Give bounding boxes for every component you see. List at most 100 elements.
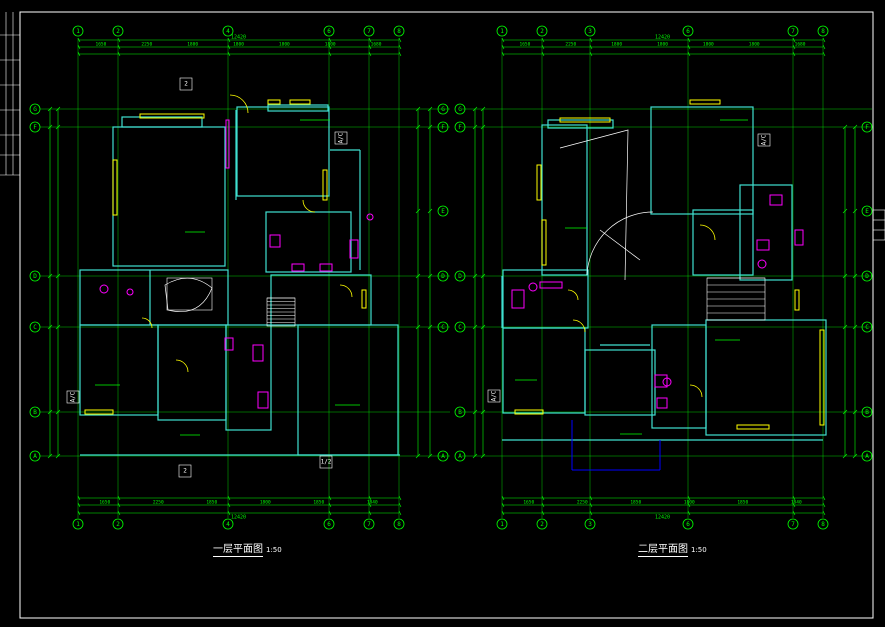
- dimension-tick: [792, 510, 796, 516]
- fixture: [756, 239, 770, 251]
- dimension-tick: [415, 208, 421, 214]
- dimension-tick: [55, 106, 61, 112]
- row-axis-left-label: D: [33, 273, 37, 280]
- wall: [265, 211, 352, 273]
- dimension-tick: [415, 324, 421, 330]
- column-axis-top-bubble: [496, 25, 508, 37]
- dimension-tick: [47, 273, 53, 279]
- dimension-tick: [398, 51, 402, 57]
- label-box: [319, 455, 333, 469]
- fixture: [769, 194, 783, 206]
- dimension-text-bottom: 1850: [206, 500, 217, 506]
- dimension-tick: [368, 510, 372, 516]
- label-box: [66, 390, 80, 404]
- dimension-text-top: 1800: [703, 42, 714, 48]
- column-axis-bottom-label: 1: [76, 521, 80, 528]
- row-axis-right-label: F: [441, 124, 445, 131]
- fixture: [319, 263, 333, 272]
- wall: [270, 274, 372, 326]
- curved-wall: [559, 129, 629, 281]
- dimension-tick: [47, 453, 53, 459]
- column-axis-top-label: 6: [327, 28, 331, 35]
- dimension-tick: [541, 44, 545, 50]
- dimension-tick: [227, 37, 231, 43]
- dimension-tick: [822, 44, 826, 50]
- dimension-tick: [541, 37, 545, 43]
- wall: [541, 124, 588, 276]
- dimension-tick: [822, 51, 826, 57]
- fixture-circle: [99, 284, 109, 294]
- window: [361, 289, 367, 309]
- stair: [266, 297, 296, 327]
- dimension-tick: [472, 106, 478, 112]
- column-axis-top-bubble: [584, 25, 596, 37]
- row-axis-right-bubble: [437, 205, 449, 217]
- fixture: [224, 337, 234, 351]
- door-swing: [302, 199, 316, 213]
- overall-dimension-bottom: 12420: [231, 515, 246, 521]
- dimension-tick: [541, 495, 545, 501]
- column-axis-bottom-bubble: [496, 518, 508, 530]
- column-axis-bottom-bubble: [682, 518, 694, 530]
- wall: [267, 104, 329, 112]
- dimension-tick: [47, 124, 53, 130]
- row-axis-left-label: F: [33, 124, 37, 131]
- dimension-tick: [415, 124, 421, 130]
- row-axis-left-bubble: [454, 121, 466, 133]
- dimension-tick: [480, 124, 486, 130]
- plan-label: 2: [184, 81, 188, 88]
- row-axis-left-bubble: [29, 450, 41, 462]
- dimension-tick: [501, 495, 505, 501]
- dimension-tick: [501, 51, 505, 57]
- column-axis-top-bubble: [323, 25, 335, 37]
- dimension-tick: [589, 495, 593, 501]
- dimension-tick: [227, 495, 231, 501]
- column-axis-bottom-bubble: [222, 518, 234, 530]
- door-swing: [229, 94, 249, 114]
- label-box: [179, 77, 193, 91]
- column-axis-top-label: 4: [226, 28, 230, 35]
- dimension-tick: [472, 409, 478, 415]
- dimension-tick: [427, 453, 433, 459]
- column-axis-bottom-label: 8: [397, 521, 401, 528]
- dimension-tick: [589, 510, 593, 516]
- row-axis-left-bubble: [454, 450, 466, 462]
- row-axis-right-bubble: [861, 406, 873, 418]
- window: [267, 99, 281, 105]
- column-axis-top-label: 2: [540, 28, 544, 35]
- dimension-tick: [77, 495, 81, 501]
- dimension-text-top: 1800: [749, 42, 760, 48]
- dimension-tick: [47, 106, 53, 112]
- fixture-circle: [662, 377, 672, 387]
- stair: [706, 277, 766, 321]
- dimension-tick: [501, 510, 505, 516]
- row-axis-left-label: G: [33, 106, 37, 113]
- row-axis-left-label: B: [458, 409, 462, 416]
- row-axis-right-bubble: [861, 321, 873, 333]
- column-axis-bottom-label: 6: [686, 521, 690, 528]
- column-axis-top-bubble: [787, 25, 799, 37]
- label-box: [757, 133, 771, 147]
- dimension-tick: [415, 106, 421, 112]
- dimension-tick: [852, 409, 858, 415]
- plan-scale: 1:50: [691, 546, 707, 554]
- dimension-tick: [480, 453, 486, 459]
- row-axis-left-label: B: [33, 409, 37, 416]
- dimension-tick: [398, 44, 402, 50]
- sheet-frame: [19, 11, 874, 619]
- dimension-tick: [852, 273, 858, 279]
- fixture: [539, 281, 563, 289]
- row-axis-right-label: E: [441, 208, 445, 215]
- fixture: [511, 289, 525, 309]
- wall: [297, 324, 399, 456]
- dimension-text-top: 1650: [96, 42, 107, 48]
- column-axis-top-bubble: [817, 25, 829, 37]
- plan-label: A/C: [491, 390, 498, 401]
- dimension-tick: [55, 273, 61, 279]
- fixture-circle: [126, 288, 134, 296]
- dimension-text-bottom: 1800: [684, 500, 695, 506]
- dimension-text-top: 1800: [657, 42, 668, 48]
- dimension-tick: [398, 495, 402, 501]
